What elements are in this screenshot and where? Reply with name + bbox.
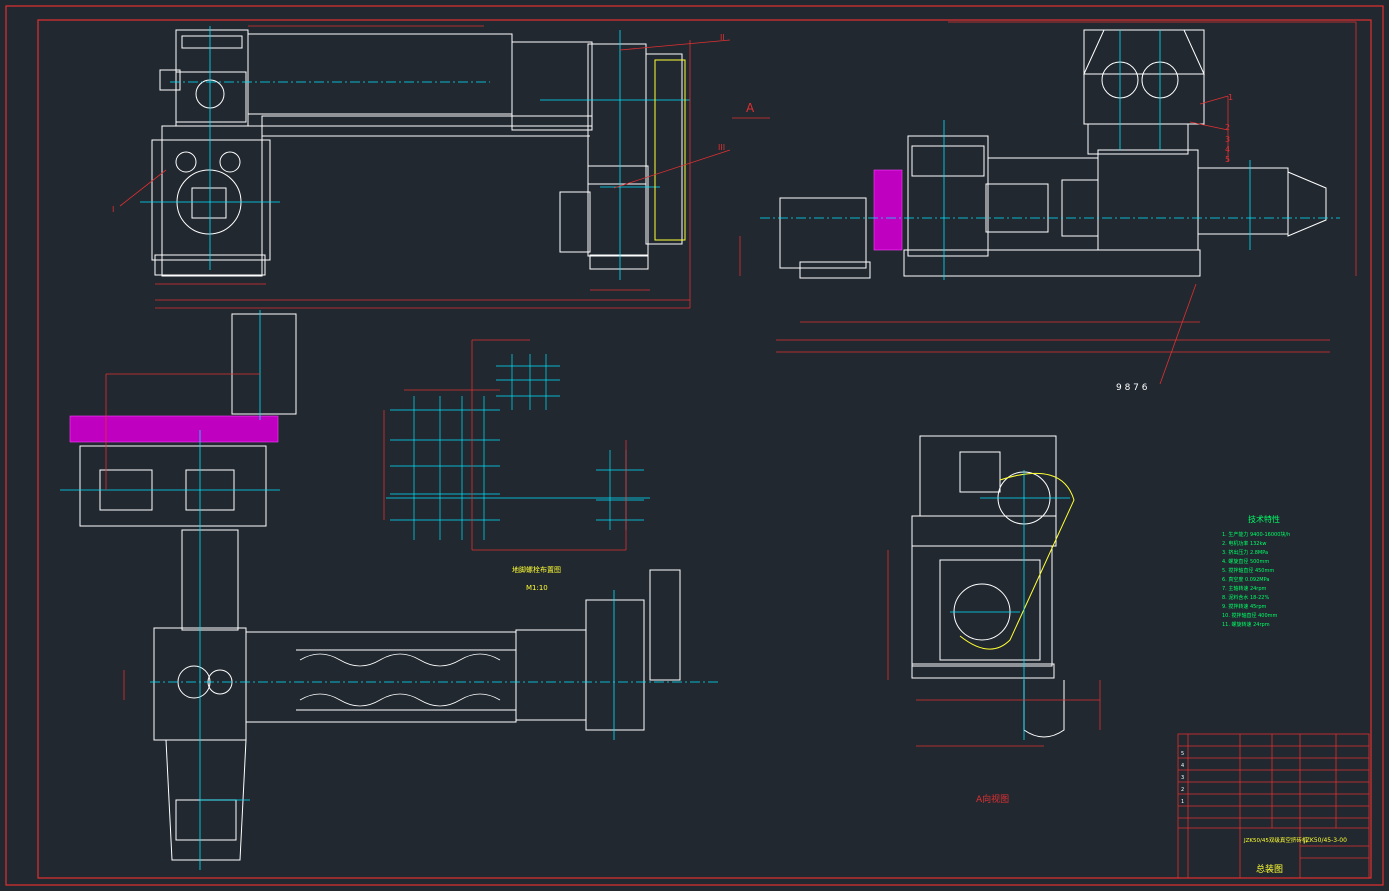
tech-item: 8. 泥料含水 18-22% [1222,594,1269,601]
title-block-name: 总装图 [1256,863,1283,875]
part-callout-5: 5 [1225,155,1230,164]
view-label-a: A [746,101,755,115]
front-elevation-belt [654,59,686,241]
view-a-centerlines [950,470,1070,740]
title-block [1177,733,1370,879]
plan-view-dims [105,373,260,700]
tech-title: 技术特性 [1248,514,1280,524]
tech-item: 11. 螺旋转速 24rpm [1222,621,1270,628]
front-elevation-view [151,29,683,277]
tech-item: 9. 搅拌转速 45rpm [1222,603,1267,610]
side-elevation-centerlines [760,30,1340,280]
plan-view [79,313,681,861]
side-elevation-view [779,29,1327,279]
tech-item: 1. 生产能力 9400-16000块/h [1222,531,1290,538]
view-a-drawing [911,435,1065,738]
part-callout-1: 1 [1228,93,1233,102]
inner-frame [37,19,1372,879]
callout-left-i: I [112,205,114,214]
tech-item: 5. 搅拌轴直径 450mm [1222,567,1274,574]
front-elevation-centerlines [140,26,690,280]
side-elevation-pulley [873,169,903,251]
foundation-dims [383,339,627,551]
tech-item: 6. 真空度 0.092MPa [1222,576,1269,583]
tech-item: 4. 螺旋直径 500mm [1222,558,1269,565]
part-callout-2: 2 [1225,123,1230,132]
side-elevation-dims [739,21,1357,385]
front-elevation-dims [119,25,770,309]
title-block-machine: JZK50/45双级真空挤砖机 [1243,836,1308,844]
tech-list: 1. 生产能力 9400-16000块/h 2. 电机功率 132kw 3. 挤… [1222,531,1290,628]
part-callout-4: 4 [1225,145,1230,154]
view-a-title: A向视图 [976,793,1009,805]
side-parts-callouts: 1 2 3 4 5 [1225,93,1233,164]
layout-scale: M1:10 [526,584,548,592]
plan-view-centerlines [60,310,720,870]
view-a-belt [959,472,1075,650]
part-row-no: 5 [1181,751,1184,757]
foundation-layout [386,354,650,540]
bottom-callouts: 9 8 7 6 [1116,383,1148,393]
tech-item: 2. 电机功率 132kw [1222,540,1266,547]
callout-top-ii: II [720,33,725,42]
callout-top-iii: III [718,143,725,152]
view-a-dims [887,550,1101,747]
outer-frame [5,5,1384,886]
part-row-no: 3 [1181,775,1184,781]
layout-title: 地脚螺栓布置图 [512,565,561,574]
tech-item: 3. 挤出压力 2.8MPa [1222,549,1268,556]
part-callout-3: 3 [1225,135,1230,144]
part-row-no: 4 [1181,763,1184,769]
part-row-no: 2 [1181,787,1184,793]
tech-item: 10. 搅拌轴直径 400mm [1222,612,1278,619]
plan-view-shaft [299,653,501,707]
title-block-drawing-no: JZK50/45-3-00 [1303,837,1347,844]
plan-view-belt [69,415,279,443]
title-block-rows: 5 4 3 2 1 [1181,751,1184,805]
part-row-no: 1 [1181,799,1184,805]
tech-item: 7. 主轴转速 24rpm [1222,585,1267,592]
